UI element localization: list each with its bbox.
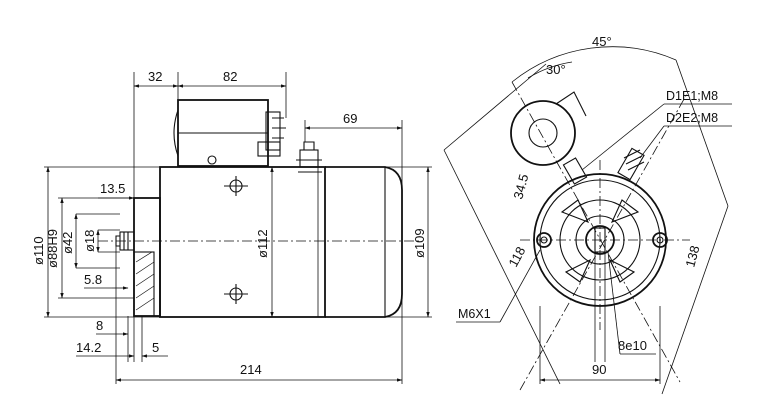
dim-8: 8 [96, 318, 103, 333]
dim-13-5: 13.5 [100, 181, 125, 196]
dim-d112: ø112 [255, 229, 270, 258]
dim-d18: ø18 [82, 230, 97, 252]
dim-5: 5 [152, 340, 159, 355]
label-m6x1: M6X1 [458, 307, 491, 321]
dim-d109: ø109 [412, 228, 427, 258]
body-bolt-top [224, 176, 248, 196]
dim-d88h9: ø88H9 [45, 229, 60, 268]
dim-32: 32 [148, 69, 162, 84]
dim-14-2: 14.2 [76, 340, 101, 355]
dim-d110: ø110 [31, 236, 46, 265]
dim-d42: ø42 [60, 232, 75, 254]
dim-5-8: 5.8 [84, 272, 102, 287]
dim-69: 69 [343, 111, 357, 126]
end-bell [325, 166, 403, 318]
terminal-stud [296, 141, 322, 173]
dim-138: 138 [682, 244, 702, 269]
dim-214: 214 [240, 362, 262, 377]
side-view: 32 82 69 13.5 ø110 ø88H9 ø42 ø18 ø112 ø1… [31, 69, 432, 384]
dim-34-5: 34.5 [510, 172, 531, 200]
dim-30deg: 30° [546, 62, 566, 77]
terminal-d2e2 [617, 147, 645, 181]
terminal-d1e1 [562, 157, 588, 185]
dim-82: 82 [223, 69, 237, 84]
end-solenoid [510, 91, 587, 166]
body-bolt-bottom [224, 284, 248, 304]
label-d1e1: D1E1;M8 [666, 89, 718, 103]
dim-90: 90 [592, 362, 606, 377]
end-view: 45° 30° D1E1;M8 D2E2;M8 34.5 118 138 M6X… [443, 34, 732, 395]
dim-8e10: 8e10 [618, 338, 647, 353]
dim-118: 118 [505, 244, 528, 269]
label-d2e2: D2E2;M8 [666, 111, 718, 125]
dim-45deg: 45° [592, 34, 612, 49]
